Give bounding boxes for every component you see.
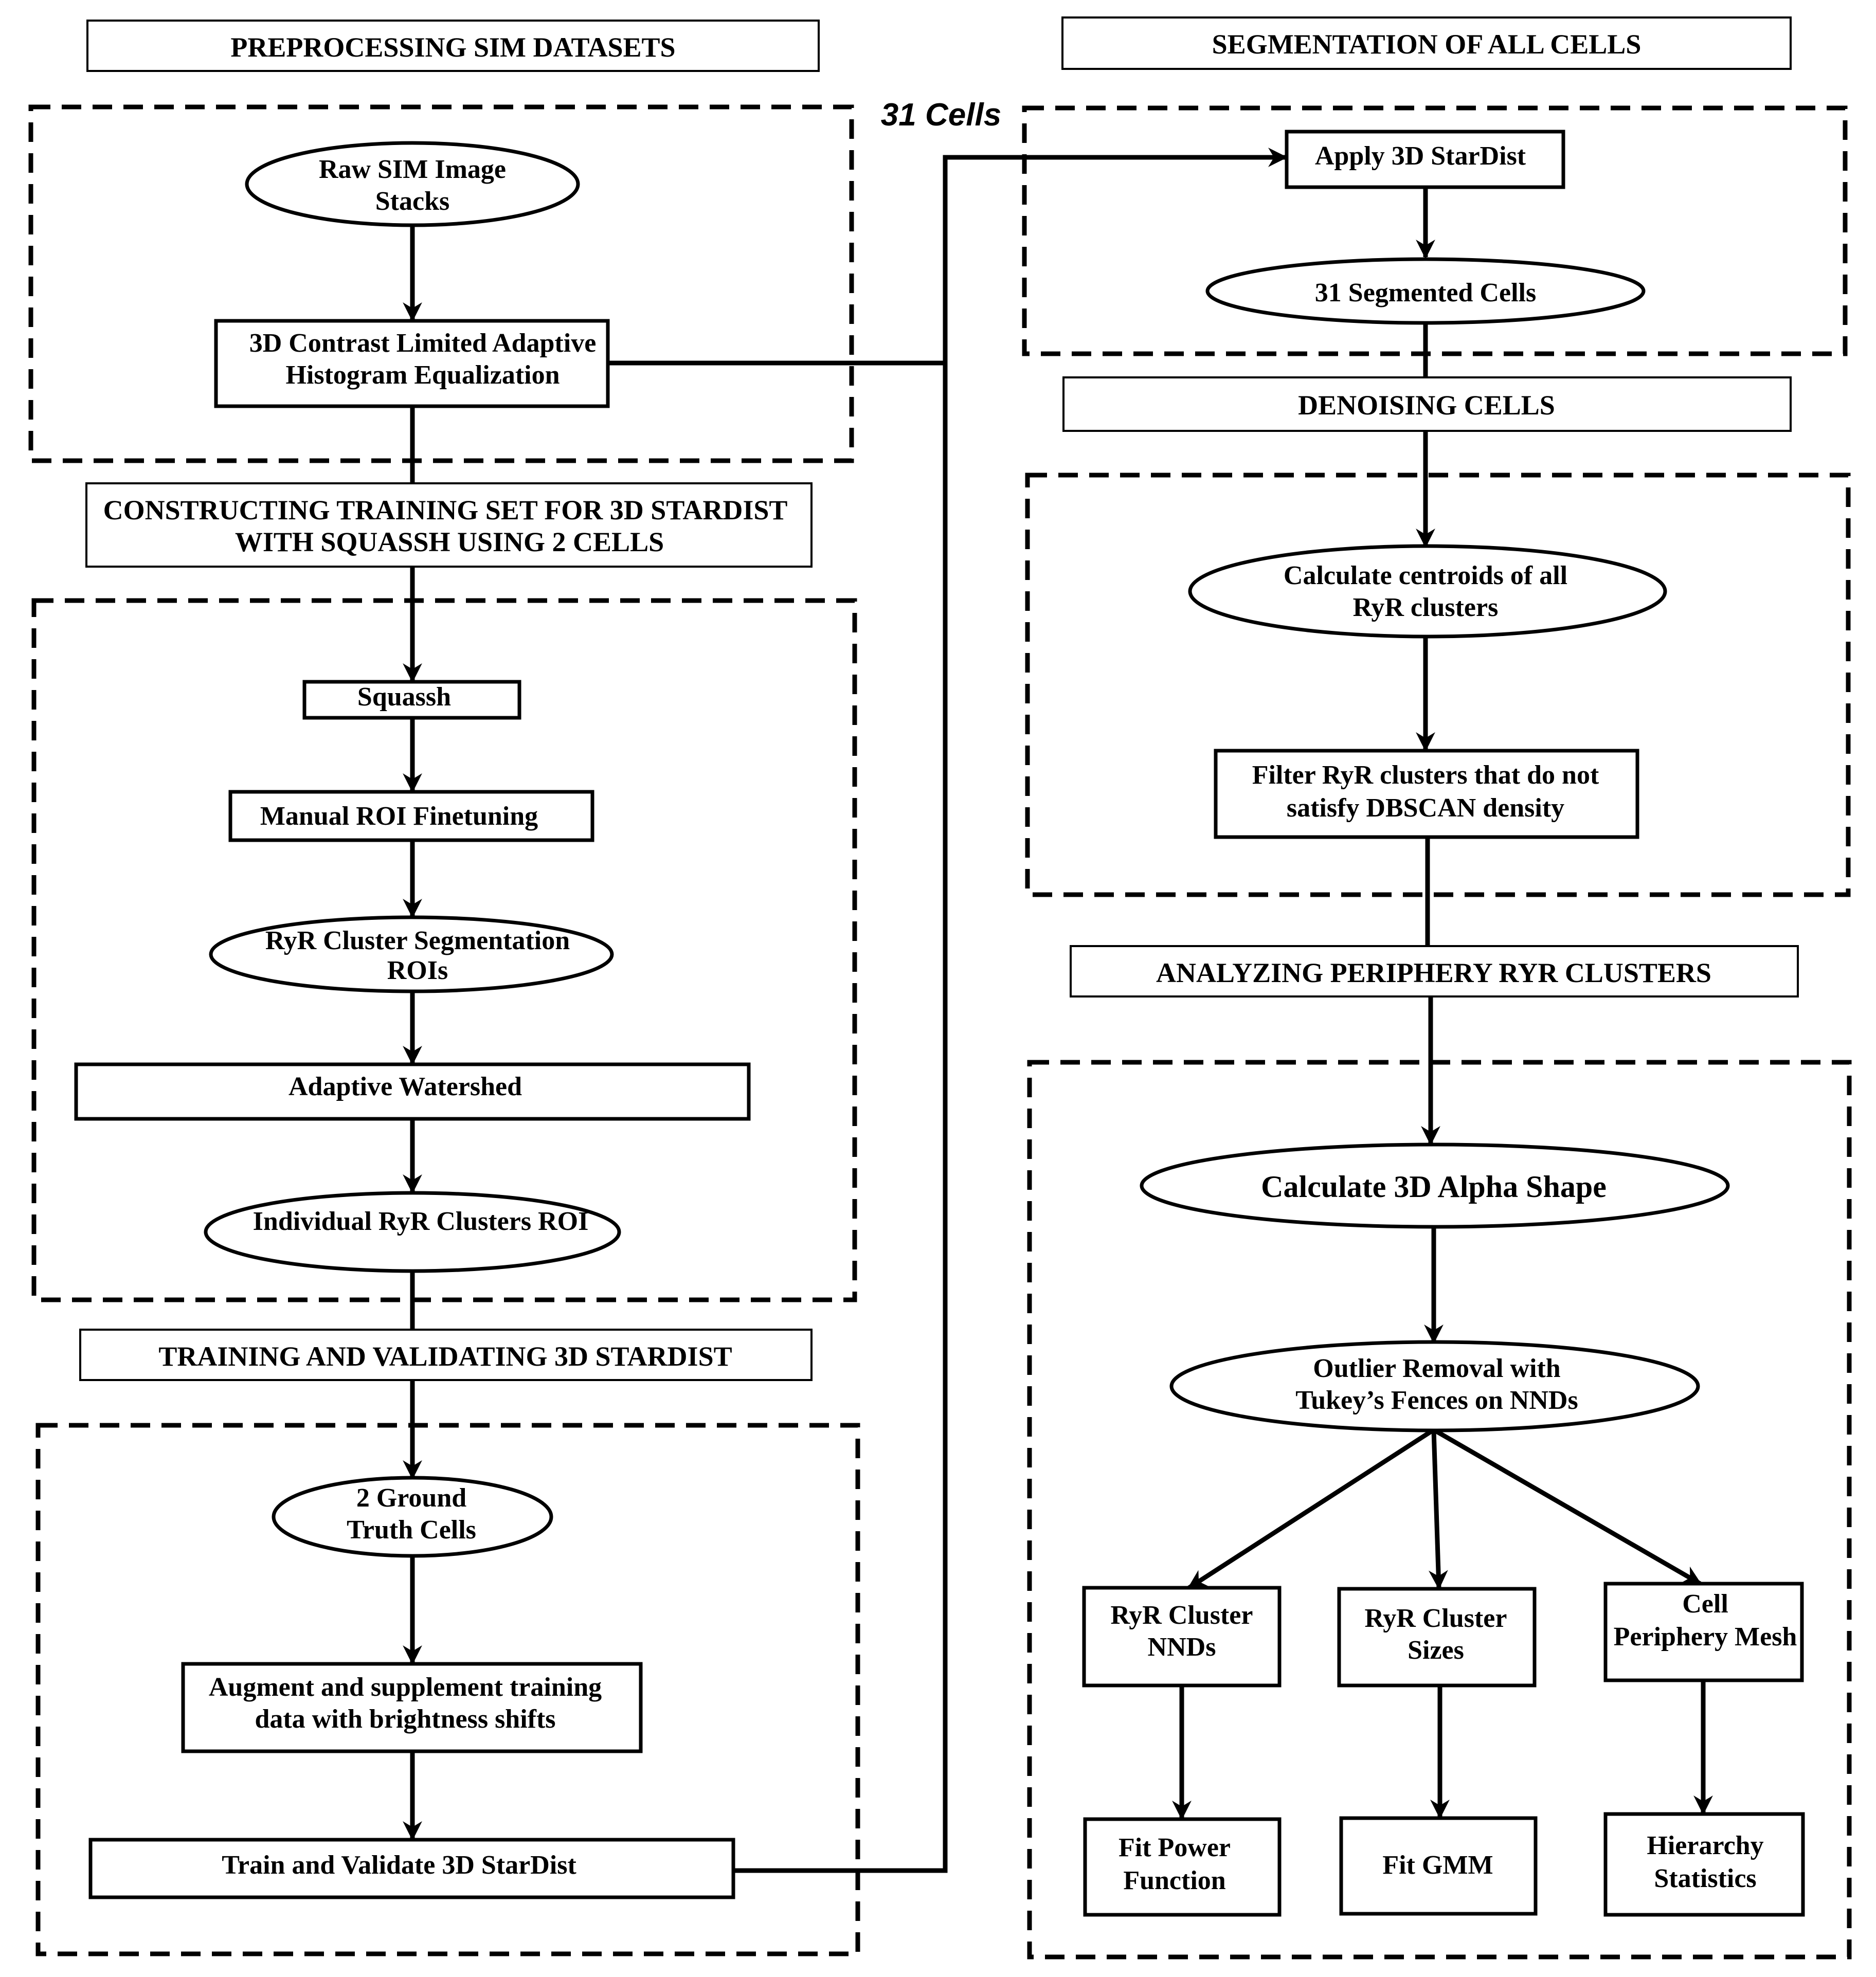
power-box: [1083, 1817, 1282, 1917]
clahe-label-2: Histogram Equalization: [285, 360, 560, 390]
training-header-label: TRAINING AND VALIDATING 3D STARDIST: [158, 1341, 732, 1372]
analyzing-header: [1070, 945, 1799, 997]
train-validate-label: Train and Validate 3D StarDist: [222, 1851, 576, 1880]
individual-roi-label: Individual RyR Clusters ROI: [253, 1207, 589, 1236]
apply-stardist-box: [1285, 130, 1565, 189]
segmented-cells-ellipse: [1205, 257, 1646, 325]
augment-box: [181, 1662, 643, 1753]
arrow-bus-to-apply-stardist: [733, 148, 1288, 1873]
training-group: [35, 1423, 860, 1956]
hierarchy-label-2: Statistics: [1654, 1864, 1756, 1893]
nnds-label-1: RyR Cluster: [1111, 1601, 1253, 1630]
preprocessing-group: [28, 104, 854, 463]
sizes-label-1: RyR Cluster: [1365, 1604, 1507, 1633]
centroids-label-1: Calculate centroids of all: [1284, 561, 1567, 590]
sizes-label-2: Sizes: [1408, 1636, 1464, 1665]
segmented-cells-label: 31 Segmented Cells: [1315, 278, 1536, 307]
cells-count-annotation: 31 Cells: [881, 97, 1001, 133]
hierarchy-label-1: Hierarchy: [1647, 1831, 1763, 1860]
clahe-label-1: 3D Contrast Limited Adaptive: [249, 329, 597, 358]
analyzing-group: [1027, 1060, 1852, 1960]
centroids-label-2: RyR clusters: [1353, 593, 1499, 622]
augment-label-2: data with brightness shifts: [255, 1704, 555, 1734]
power-label-2: Function: [1123, 1866, 1225, 1895]
annotation-backdrop: [867, 95, 1012, 138]
segmentation-header: [1061, 16, 1792, 70]
filter-label-1: Filter RyR clusters that do not: [1252, 760, 1599, 790]
nnds-box: [1082, 1586, 1282, 1688]
analyzing-header-label: ANALYZING PERIPHERY RYR CLUSTERS: [1156, 957, 1711, 988]
manual-roi-label: Manual ROI Finetuning: [260, 802, 538, 831]
mesh-label-2: Periphery Mesh: [1614, 1622, 1797, 1652]
clahe-box: [214, 319, 610, 408]
raw-sim-label-2: Stacks: [375, 187, 449, 216]
arrow-outlier-to-mesh: [1433, 1428, 1702, 1586]
watershed-box: [74, 1062, 751, 1121]
training-set-group: [31, 598, 857, 1302]
arrow-outlier-to-nnds: [1187, 1428, 1434, 1590]
ground-truth-label-1: 2 Ground: [356, 1483, 466, 1513]
raw-sim-ellipse: [245, 141, 580, 227]
sizes-box: [1337, 1587, 1537, 1688]
outlier-label-2: Tukey’s Fences on NNDs: [1295, 1386, 1578, 1415]
gmm-label: Fit GMM: [1382, 1851, 1493, 1880]
mesh-box: [1603, 1582, 1804, 1682]
watershed-label: Adaptive Watershed: [288, 1072, 522, 1101]
gmm-box: [1339, 1816, 1538, 1916]
arrow-outlier-to-sizes: [1428, 1430, 1448, 1590]
segmentation-group: [1022, 105, 1848, 356]
ground-truth-label-2: Truth Cells: [347, 1515, 476, 1545]
denoising-header: [1062, 376, 1792, 432]
ryr-seg-ellipse: [209, 915, 614, 993]
mesh-label-1: Cell: [1682, 1589, 1728, 1619]
ryr-seg-label-1: RyR Cluster Segmentation: [265, 926, 570, 955]
segmentation-header-label: SEGMENTATION OF ALL CELLS: [1212, 29, 1641, 60]
alpha-shape-ellipse: [1140, 1142, 1730, 1229]
training-header: [79, 1329, 813, 1381]
denoising-group: [1025, 473, 1851, 897]
filter-label-2: satisfy DBSCAN density: [1287, 793, 1564, 823]
filter-box: [1214, 749, 1639, 839]
outlier-ellipse: [1169, 1340, 1700, 1432]
raw-sim-label-1: Raw SIM Image: [319, 155, 506, 184]
ryr-seg-label-2: ROIs: [387, 956, 448, 985]
apply-stardist-label: Apply 3D StarDist: [1315, 141, 1526, 171]
manual-roi-box: [228, 790, 594, 842]
power-label-1: Fit Power: [1119, 1833, 1231, 1862]
hierarchy-box: [1603, 1812, 1805, 1917]
train-validate-box: [88, 1838, 735, 1899]
denoising-header-label: DENOISING CELLS: [1298, 390, 1555, 421]
preprocessing-header: [86, 20, 820, 72]
training-set-header-label-1: CONSTRUCTING TRAINING SET FOR 3D STARDIS…: [103, 495, 788, 525]
centroids-ellipse: [1188, 544, 1667, 639]
ground-truth-ellipse: [272, 1476, 553, 1558]
training-set-header-label-2: WITH SQUASSH USING 2 CELLS: [235, 527, 664, 557]
individual-roi-ellipse: [204, 1191, 621, 1273]
squassh-label: Squassh: [357, 682, 451, 712]
augment-label-1: Augment and supplement training: [209, 1673, 602, 1702]
alpha-shape-label: Calculate 3D Alpha Shape: [1261, 1170, 1607, 1204]
training-set-header: [85, 482, 813, 568]
preprocessing-header-label: PREPROCESSING SIM DATASETS: [230, 32, 675, 63]
squassh-box: [302, 680, 521, 720]
outlier-label-1: Outlier Removal with: [1313, 1354, 1561, 1383]
nnds-label-2: NNDs: [1148, 1633, 1216, 1662]
